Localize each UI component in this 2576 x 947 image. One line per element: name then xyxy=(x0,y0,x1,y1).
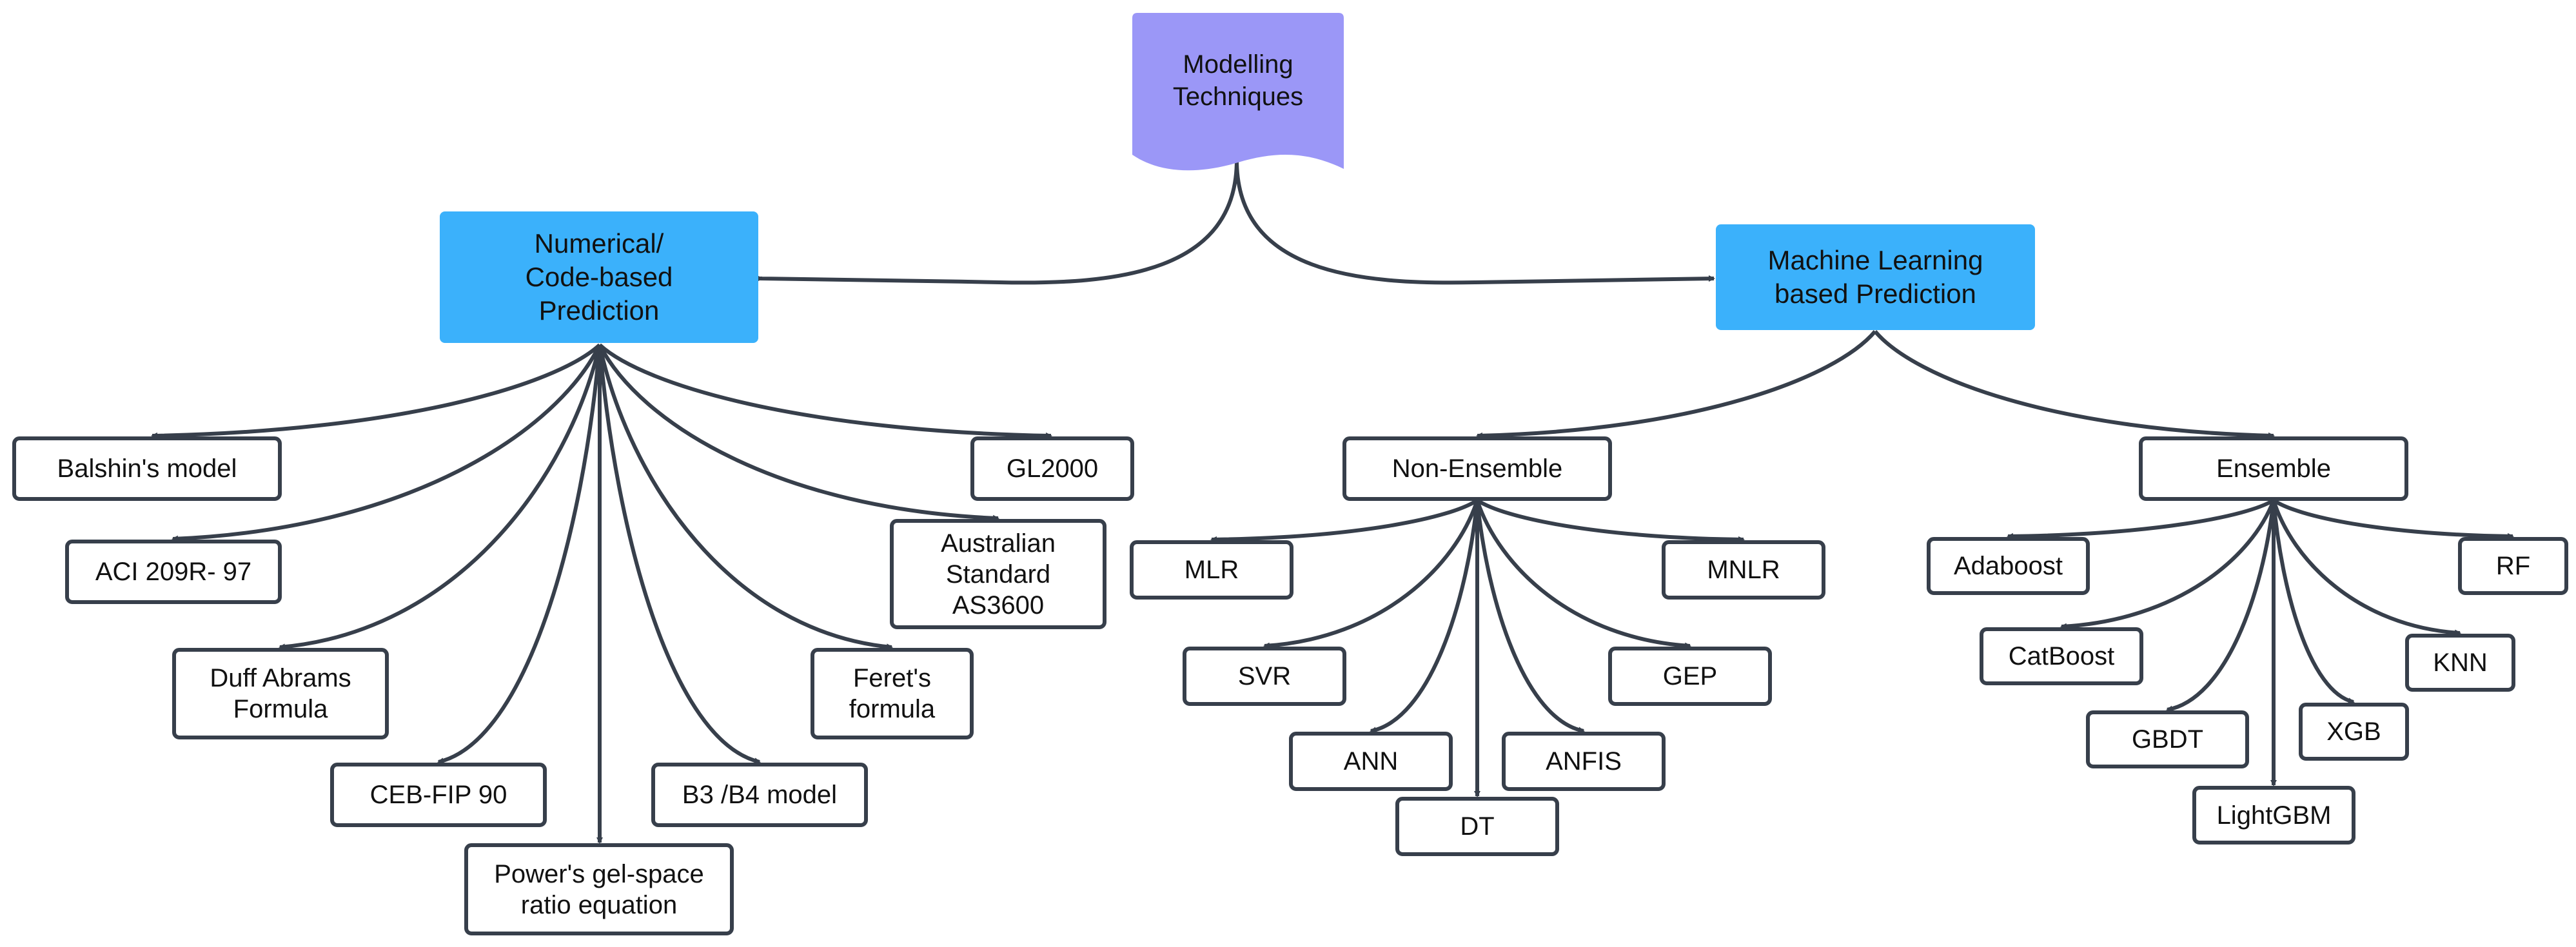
connector-non-ensemble xyxy=(1476,330,1877,439)
node-duff-label: Duff Abrams Formula xyxy=(210,664,351,723)
node-knn-label: KNN xyxy=(2433,649,2488,677)
connector-balshin xyxy=(151,343,602,439)
connector-gep xyxy=(1475,500,1691,649)
root-node-label: Modelling Techniques xyxy=(1172,50,1304,111)
node-balshin-box xyxy=(12,436,282,501)
node-balshin-label: Balshin's model xyxy=(57,454,237,483)
connector-svr xyxy=(1263,500,1479,649)
node-ann-box xyxy=(1289,732,1453,791)
node-ann-label: ANN xyxy=(1343,747,1399,776)
connector-root-ml xyxy=(1235,159,1715,285)
connector-gl2000 xyxy=(598,343,1052,439)
node-adaboost-label: Adaboost xyxy=(1953,552,2063,580)
node-gbdt-box xyxy=(2086,710,2249,768)
node-dt-label: DT xyxy=(1460,812,1495,841)
connector-mlr xyxy=(1210,498,1479,543)
node-anfis-label: ANFIS xyxy=(1546,747,1622,776)
numerical-prediction-node xyxy=(440,211,758,343)
connector-rf xyxy=(2272,498,2514,540)
node-mnlr-label: MNLR xyxy=(1707,556,1780,584)
node-xgb-label: XGB xyxy=(2326,718,2381,746)
node-feret-label: Feret's formula xyxy=(849,664,936,723)
node-anfis-box xyxy=(1502,732,1666,791)
connector-anfis xyxy=(1475,500,1585,734)
node-svr-label: SVR xyxy=(1237,662,1292,690)
connector-duff xyxy=(279,344,602,650)
node-catboost-label: CatBoost xyxy=(2008,642,2115,670)
node-gl2000-label: GL2000 xyxy=(1006,454,1099,483)
connector-ann xyxy=(1370,500,1479,734)
node-dt-box xyxy=(1395,797,1559,856)
connector-adaboost xyxy=(2007,498,2275,540)
node-xgb-box xyxy=(2299,703,2409,761)
connector-ensemble xyxy=(1873,330,2275,439)
connector-aci xyxy=(172,344,602,542)
connector-knn xyxy=(2272,500,2461,636)
connector-australian xyxy=(598,344,999,522)
node-australian-label: Australian Standard AS3600 xyxy=(941,529,1056,620)
node-lightgbm-label: LightGBM xyxy=(2216,801,2332,830)
numerical-prediction-label: Numerical/ Code-based Prediction xyxy=(525,228,673,326)
ml-prediction-node xyxy=(1716,224,2035,330)
node-b3b4-box xyxy=(651,763,868,827)
node-mlr-label: MLR xyxy=(1184,556,1239,584)
node-gl2000-box xyxy=(970,436,1134,501)
node-b3b4-label: B3 /B4 model xyxy=(682,781,838,809)
connector-xgb xyxy=(2272,500,2355,705)
ml-prediction-label: Machine Learning based Prediction xyxy=(1767,245,1983,309)
connector-b3b4 xyxy=(598,344,761,765)
node-rf-label: RF xyxy=(2495,552,2531,580)
node-non-ensemble-label: Non-Ensemble xyxy=(1391,454,1563,483)
node-powers-label: Power's gel-space ratio equation xyxy=(494,859,704,919)
connector-mnlr xyxy=(1476,498,1745,543)
node-aci-label: ACI 209R- 97 xyxy=(95,558,252,586)
node-ceb-label: CEB-FIP 90 xyxy=(369,781,507,809)
node-lightgbm-box xyxy=(2192,786,2355,844)
connector-gbdt xyxy=(2166,500,2276,712)
node-ceb-box xyxy=(330,763,547,827)
connector-catboost xyxy=(2060,499,2276,630)
node-ensemble-label: Ensemble xyxy=(2216,454,2331,483)
node-gbdt-label: GBDT xyxy=(2131,725,2204,754)
connector-feret xyxy=(598,344,893,650)
connector-ceb xyxy=(437,344,602,765)
node-powers-box xyxy=(464,843,734,935)
connector-root-numerical xyxy=(756,159,1239,285)
node-gep-label: GEP xyxy=(1662,662,1718,690)
